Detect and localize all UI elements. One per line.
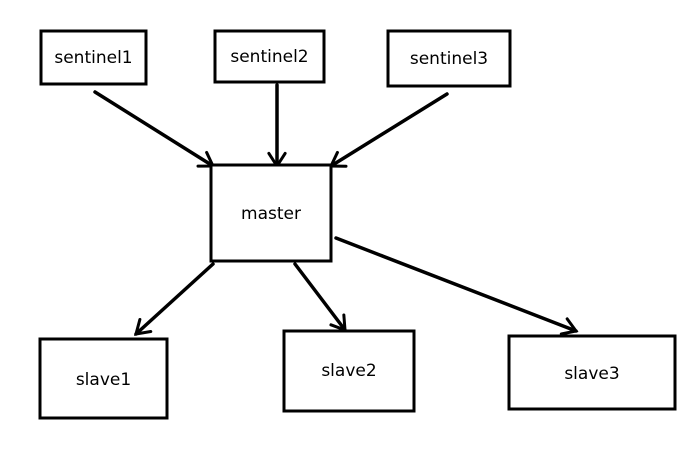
node-slave2-label: slave2 xyxy=(321,361,376,381)
arrowhead-icon xyxy=(133,318,153,336)
node-sentinel2: sentinel2 xyxy=(213,29,326,84)
edge-sentinel3-to-master xyxy=(328,92,449,168)
node-slave2: slave2 xyxy=(282,329,416,413)
edge-master-to-slave1 xyxy=(133,262,215,336)
node-slave3: slave3 xyxy=(507,334,677,411)
node-sentinel1-label: sentinel1 xyxy=(54,48,132,68)
edge-line xyxy=(93,90,215,168)
edge-line xyxy=(293,262,347,332)
edge-master-to-slave3 xyxy=(334,236,579,336)
arrowhead-icon xyxy=(559,317,579,336)
node-sentinel3-label: sentinel3 xyxy=(410,49,488,69)
node-sentinel1: sentinel1 xyxy=(39,29,148,86)
edge-line xyxy=(329,92,449,168)
node-sentinel2-label: sentinel2 xyxy=(230,47,308,67)
node-master-label: master xyxy=(241,204,301,224)
node-sentinel3: sentinel3 xyxy=(386,29,512,88)
edge-line xyxy=(334,236,578,333)
edge-line xyxy=(134,262,215,336)
node-slave3-label: slave3 xyxy=(564,364,619,384)
node-master: master xyxy=(209,163,333,263)
node-slave1-label: slave1 xyxy=(76,370,131,390)
node-slave1: slave1 xyxy=(38,337,169,420)
edge-sentinel2-to-master xyxy=(267,83,287,169)
edge-master-to-slave2 xyxy=(293,262,347,333)
edge-sentinel1-to-master xyxy=(93,90,216,168)
